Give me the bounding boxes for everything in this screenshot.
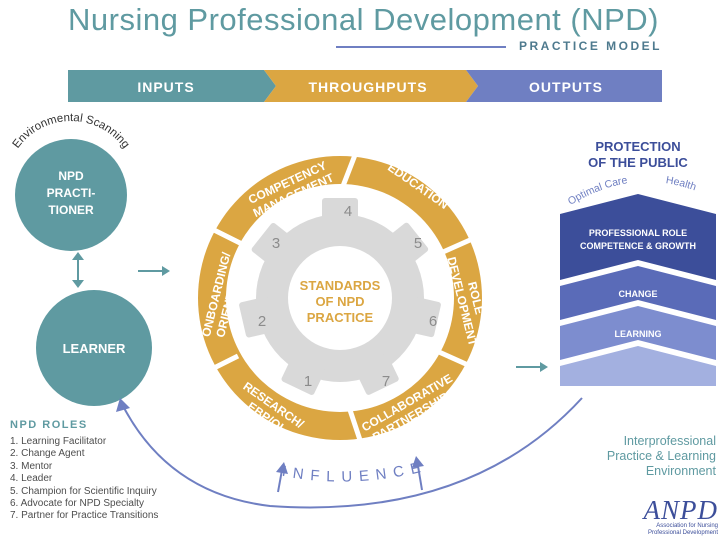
- list-item: 1. Learning Facilitator: [10, 436, 107, 447]
- influence-up-arrow-icon: [412, 456, 424, 468]
- gear-numbers: 1 2 3 4 5 6 7: [258, 203, 437, 390]
- anpd-logo-sub: Professional Development: [647, 530, 718, 536]
- outputs-arrow: [466, 70, 662, 102]
- chevron3-text: LEARNING: [615, 329, 662, 339]
- influence-arrowhead-icon: [116, 398, 130, 412]
- ipe-line: Practice & Learning: [606, 449, 716, 463]
- gear-number: 2: [258, 313, 266, 330]
- page-subtitle: PRACTICE MODEL: [519, 39, 662, 53]
- gear-number: 4: [344, 203, 352, 220]
- gear-number: 1: [304, 373, 312, 390]
- influence-label: INFLUENCE: [281, 458, 429, 486]
- npd-roles-title: NPD ROLES: [10, 419, 88, 431]
- learner-circle: [36, 290, 152, 406]
- chevron-professional-role: [560, 194, 716, 280]
- influence-up-arrow-icon: [276, 462, 288, 474]
- gear-number: 7: [382, 373, 390, 390]
- input-arrow-icon: [138, 266, 170, 276]
- npd-roles-list: 1. Learning Facilitator 2. Change Agent …: [10, 436, 158, 523]
- chevron-change: [560, 266, 716, 320]
- standards-line: OF NPD: [315, 294, 364, 309]
- inputs-arrow: [68, 70, 276, 102]
- chevron2-text: CHANGE: [618, 289, 657, 299]
- standards-line: STANDARDS: [300, 278, 381, 293]
- throughputs-label: THROUGHPUTS: [308, 79, 427, 95]
- list-item: 2. Change Agent: [10, 448, 85, 460]
- influence-up-arrows: [277, 465, 423, 493]
- throughputs-wheel: 1 2 3 4 5 6 7 STANDARDS OF NPD PRACTICE …: [198, 154, 487, 444]
- chevron-base: [560, 346, 716, 386]
- learner-label: LEARNER: [63, 341, 126, 356]
- protection-text-1: PROTECTION: [595, 139, 680, 154]
- influence-arc: [121, 397, 583, 509]
- list-item: 4. Leader: [10, 473, 53, 485]
- chevron1-text-2: COMPETENCE & GROWTH: [580, 241, 696, 251]
- page-title: Nursing Professional Development (NPD): [68, 2, 660, 37]
- bidirectional-arrow-icon: [72, 252, 84, 288]
- anpd-logo: ANPD Association for Nursing Professiona…: [628, 495, 719, 537]
- anpd-logo-word: ANPD: [643, 495, 718, 525]
- standards-label: STANDARDS OF NPD PRACTICE: [300, 278, 381, 325]
- list-item: 6. Advocate for NPD Specialty: [10, 497, 144, 509]
- gear-number: 6: [429, 313, 437, 330]
- list-item: 7. Partner for Practice Transitions: [10, 510, 159, 522]
- inputs-label: INPUTS: [137, 79, 194, 95]
- wheel-dividers: [208, 154, 472, 441]
- output-arrow-icon: [516, 362, 548, 372]
- practitioner-text-1: NPD: [58, 169, 84, 183]
- anpd-logo-sub: Association for Nursing: [656, 523, 718, 529]
- list-item: 5. Champion for Scientific Inquiry: [10, 485, 157, 497]
- chevron1-text-1: PROFESSIONAL ROLE: [589, 228, 687, 238]
- throughputs-arrow: [264, 70, 478, 102]
- outputs-label: OUTPUTS: [529, 79, 603, 95]
- gear-number: 5: [414, 235, 422, 252]
- subtitle-underline: [336, 46, 506, 48]
- ipe-line: Interprofessional: [623, 434, 716, 448]
- practitioner-text-3: TIONER: [48, 203, 94, 217]
- list-item: 3. Mentor: [10, 460, 53, 472]
- npd-practitioner-circle: [15, 139, 127, 251]
- health-label: Health: [665, 174, 698, 193]
- ipe-line: Environment: [645, 464, 716, 478]
- chevron-learning: [560, 306, 716, 360]
- protection-text-2: OF THE PUBLIC: [588, 155, 688, 170]
- phase-banner: INPUTS THROUGHPUTS OUTPUTS: [68, 70, 662, 102]
- standards-line: PRACTICE: [307, 310, 374, 325]
- outputs-chevron-stack: [560, 194, 716, 386]
- practitioner-text-2: PRACTI-: [47, 186, 96, 200]
- gear-center: [288, 246, 392, 350]
- gear-number: 3: [272, 235, 280, 252]
- interprofessional-environment-label: Interprofessional Practice & Learning En…: [580, 434, 716, 479]
